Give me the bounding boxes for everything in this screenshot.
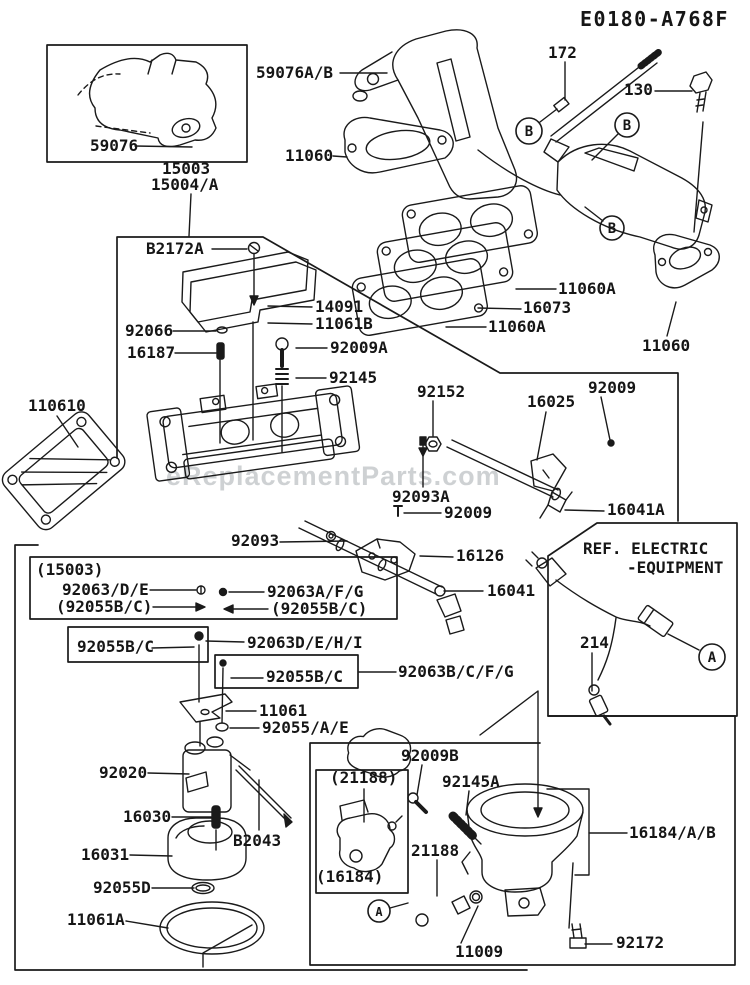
callout-b2172a: B2172A	[146, 239, 204, 258]
callout-92093a: 92093A	[392, 487, 450, 506]
callout-16041: 16041	[487, 581, 536, 600]
callout-ref-15003: (15003)	[36, 560, 104, 579]
callout-130: 130	[624, 80, 653, 99]
callout-11060-top: 11060	[285, 146, 334, 165]
callout-92009-mid: 92009	[444, 503, 493, 522]
fuel-pump-float-drawing	[160, 694, 292, 954]
callout-59076ab: 59076A/B	[256, 63, 334, 82]
callout-15004a: 15004/A	[151, 175, 219, 194]
callout-15003: 15003	[162, 159, 211, 178]
air-duct-drawing	[78, 53, 216, 146]
callout-16187: 16187	[127, 343, 176, 362]
callout-92009b: 92009B	[401, 746, 459, 765]
callout-11060a-1: 11060A	[558, 279, 616, 298]
callout-b2043: B2043	[233, 831, 282, 850]
marker-a1: A	[708, 650, 717, 666]
callout-92066: 92066	[125, 321, 174, 340]
carburetor-body-drawing	[145, 243, 360, 484]
ref-electric-line1: REF. ELECTRIC	[583, 539, 709, 558]
callout-11060a-2: 11060A	[488, 317, 546, 336]
group-outline-boxes	[15, 45, 737, 970]
callout-92063afg: 92063A/F/G	[267, 582, 364, 601]
jet-screw-glyphs	[195, 586, 227, 723]
view-marker-circles: B B B A A	[368, 109, 725, 922]
leader-lines	[57, 62, 703, 967]
marker-b3: B	[608, 221, 616, 237]
callout-92152: 92152	[417, 382, 466, 401]
callout-92055bc-box1: 92055B/C	[77, 637, 155, 656]
callout-16031: 16031	[81, 845, 130, 864]
callout-16025: 16025	[527, 392, 576, 411]
marker-b1: B	[525, 124, 533, 140]
callout-11061a: 11061A	[67, 910, 125, 929]
callout-92009-upper: 92009	[588, 378, 637, 397]
callout-92063bcfg: 92063B/C/F/G	[398, 662, 514, 681]
callout-92093: 92093	[231, 531, 280, 550]
callout-92009a: 92009A	[330, 338, 388, 357]
callout-11061: 11061	[259, 701, 308, 720]
marker-b2: B	[623, 118, 631, 134]
callout-92020: 92020	[99, 763, 148, 782]
callout-21188: 21188	[411, 841, 460, 860]
callout-ref-16184: (16184)	[316, 867, 384, 886]
callout-92055bc-p1: (92055B/C)	[56, 597, 153, 616]
diagram-id: E0180-A768F	[580, 7, 729, 31]
fuel-line-drawing	[299, 437, 614, 634]
callout-92055bc-p2: (92055B/C)	[271, 599, 368, 618]
watermark: eReplacementParts.com	[166, 461, 501, 491]
callout-16073: 16073	[523, 298, 572, 317]
callout-16041a: 16041A	[607, 500, 665, 519]
callout-92172: 92172	[616, 933, 665, 952]
callout-92055ae: 92055/A/E	[262, 718, 349, 737]
callout-92145: 92145	[329, 368, 378, 387]
marker-a2: A	[375, 905, 383, 919]
callout-14091: 14091	[315, 297, 364, 316]
callout-214: 214	[580, 633, 609, 652]
callout-16184ab: 16184/A/B	[629, 823, 716, 842]
callout-92145a: 92145A	[442, 772, 500, 791]
callout-11009: 11009	[455, 942, 504, 961]
callout-110610: 110610	[28, 396, 86, 415]
float-bowl-drawing	[337, 729, 586, 948]
callout-172: 172	[548, 43, 577, 62]
callout-92055bc-box2: 92055B/C	[266, 667, 344, 686]
callout-92063dehi: 92063D/E/H/I	[247, 633, 363, 652]
callout-92063de: 92063/D/E	[62, 580, 149, 599]
callout-11060-right: 11060	[642, 336, 691, 355]
gasket-drawings	[0, 117, 719, 533]
callout-ref-21188: (21188)	[330, 768, 398, 787]
ref-electric-line2: -EQUIPMENT	[627, 558, 724, 577]
callout-92055d: 92055D	[93, 878, 151, 897]
callout-59076: 59076	[90, 136, 139, 155]
electric-equipment-drawing	[526, 552, 699, 724]
callout-16030: 16030	[123, 807, 172, 826]
callout-16126: 16126	[456, 546, 505, 565]
callout-11061b: 11061B	[315, 314, 373, 333]
